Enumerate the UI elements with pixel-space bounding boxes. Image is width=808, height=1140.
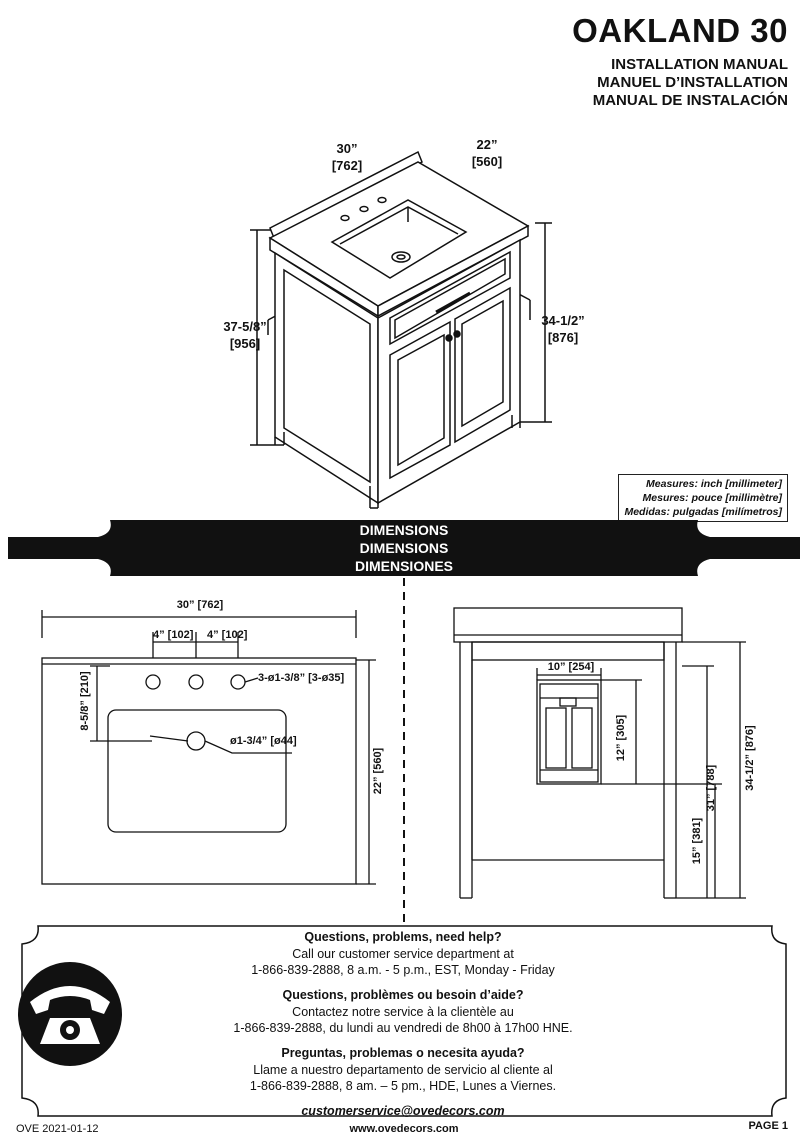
subtitle-fr: MANUEL D’INSTALLATION (597, 74, 788, 91)
front-view-drawing (453, 607, 746, 899)
phone-icon (18, 962, 122, 1066)
subtitle-es: MANUAL DE INSTALACIÓN (592, 92, 788, 109)
iso-counter-height-label: 34-1/2”[876] (541, 313, 585, 345)
drain-label: ø1-3/4” [ø44] (230, 735, 297, 747)
vanity-isometric-drawing (250, 150, 552, 509)
plumbing-height-label: 12” [305] (615, 714, 627, 762)
contact-en: Questions, problems, need help? Call our… (251, 930, 555, 977)
front-total-height-label: 34-1/2” [876] (744, 725, 756, 791)
hole-spacing-left-label: 4” [102] (153, 629, 194, 641)
footer-website-link[interactable]: www.ovedecors.com (349, 1123, 459, 1135)
top-width-label: 30” [762] (176, 599, 224, 611)
measures-note: Measures: inch [millimeter] Mesures: pou… (618, 474, 788, 522)
iso-width-label: 30”[762] (331, 141, 363, 173)
top-view-drawing (41, 610, 376, 885)
contact-fr: Questions, problèmes ou besoin d’aide? C… (233, 988, 573, 1035)
banner-text: DIMENSIONS DIMENSIONS DIMENSIONES (354, 522, 453, 574)
subtitle-en: INSTALLATION MANUAL (611, 56, 788, 73)
faucet-holes-label: 3-ø1-3/8” [3-ø35] (258, 672, 345, 684)
inner-height-label: 31” [788] (705, 764, 717, 812)
iso-total-height-label: 37-5/8”[956] (223, 319, 267, 351)
iso-depth-label: 22”[560] (471, 137, 503, 169)
contact-box-frame (18, 925, 787, 1117)
dimensions-banner (8, 520, 800, 576)
footer-version: OVE 2021-01-12 (16, 1123, 99, 1135)
plumbing-width-label: 10” [254] (547, 661, 595, 673)
hole-spacing-right-label: 4” [102] (207, 629, 248, 641)
contact-email-link[interactable]: customerservice@ovedecors.com (301, 1104, 505, 1118)
footer-page-number: PAGE 1 (748, 1120, 788, 1132)
floor-clearance-label: 15” [381] (691, 817, 703, 865)
top-depth-label: 22” [560] (372, 747, 384, 795)
section-divider (403, 578, 405, 928)
hole-offset-label: 8-5/8” [210] (79, 671, 91, 731)
page-title: OAKLAND 30 (572, 12, 788, 49)
contact-es: Preguntas, problemas o necesita ayuda? L… (249, 1046, 557, 1093)
